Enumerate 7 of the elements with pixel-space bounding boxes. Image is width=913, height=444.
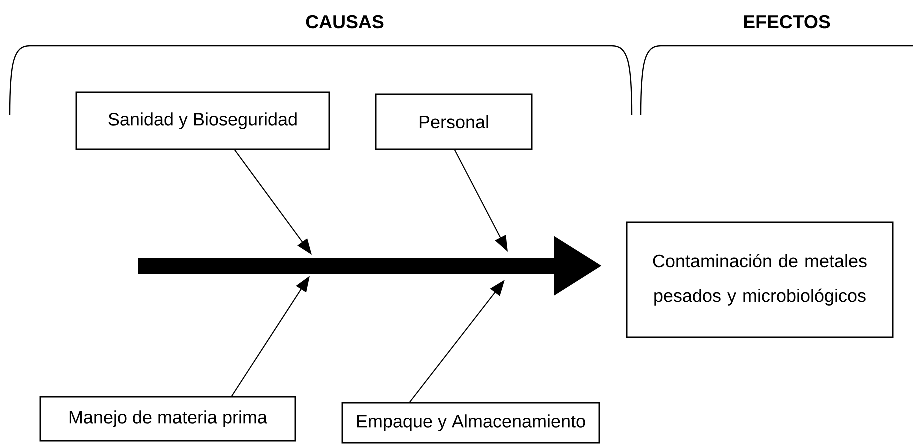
- cause-box: Sanidad y Bioseguridad: [76, 92, 330, 150]
- cause-box: Personal: [375, 94, 533, 150]
- heading: CAUSAS: [306, 15, 384, 29]
- cause-box: Empaque y Almacenamiento: [342, 402, 600, 444]
- effect-box: Contaminación de metales pesados y microbiológicos: [626, 222, 894, 338]
- heading: EFECTOS: [744, 15, 830, 29]
- cause-box: Manejo de materia prima: [40, 396, 296, 442]
